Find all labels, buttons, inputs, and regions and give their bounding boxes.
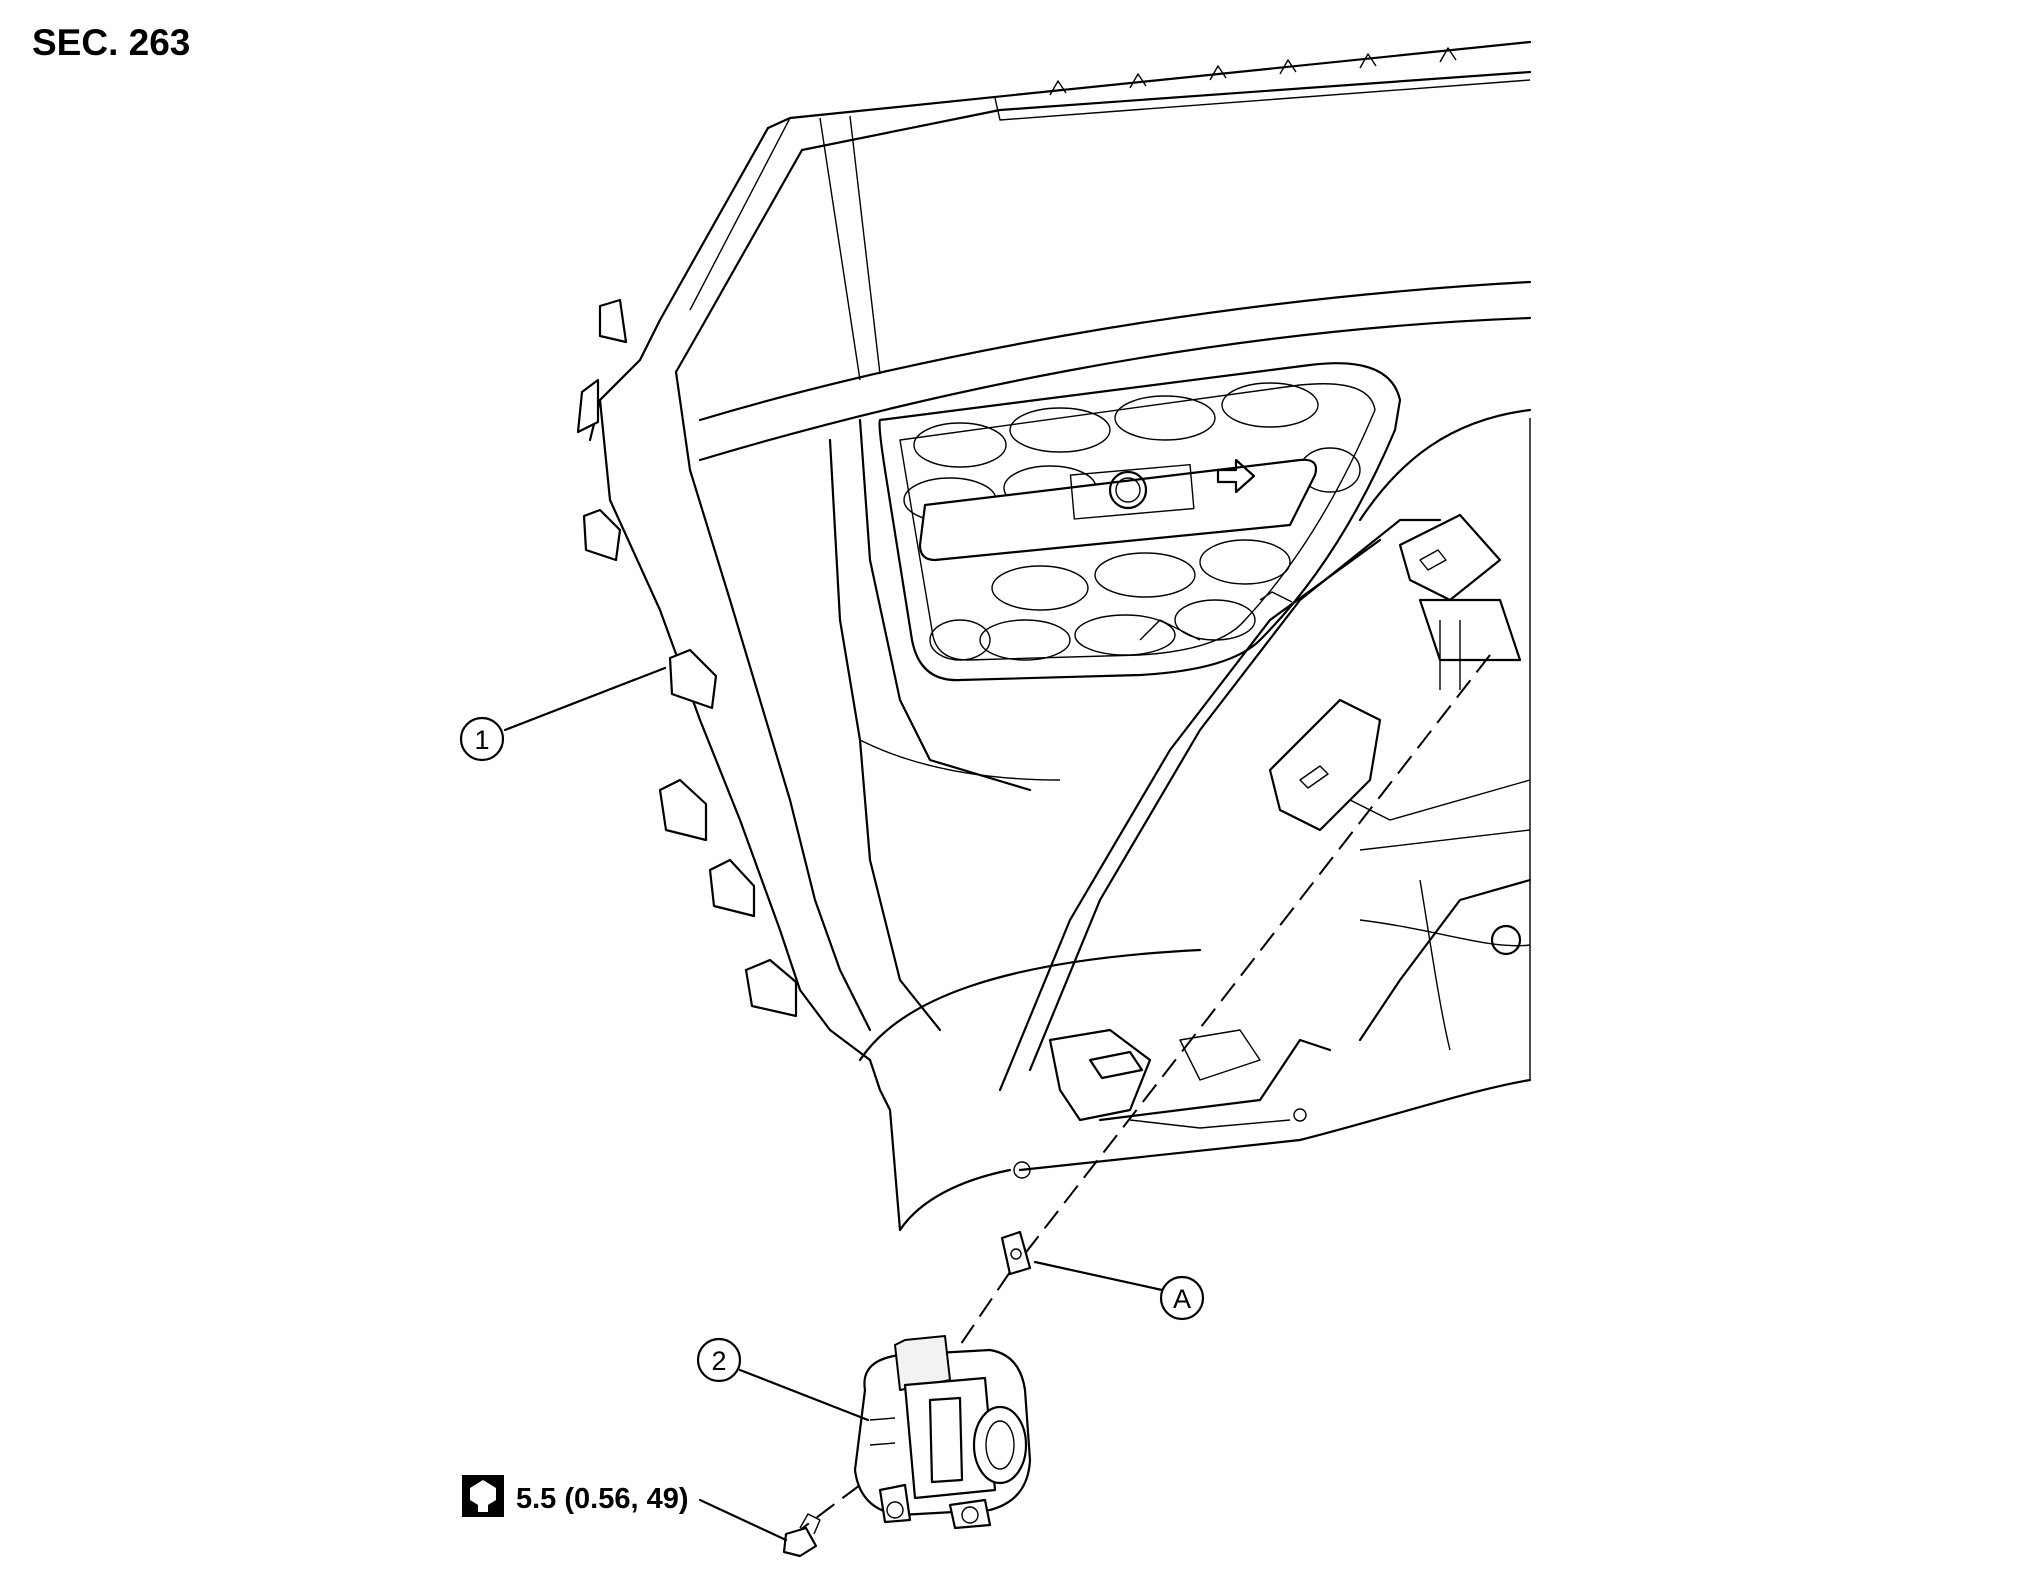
callout-a: A bbox=[1033, 1260, 1205, 1321]
grille-honeycomb bbox=[878, 362, 1402, 682]
torque-value: 5.5 (0.56, 49) bbox=[516, 1483, 689, 1515]
torque-spec: 5.5 (0.56, 49) bbox=[462, 1475, 788, 1542]
callout-2-label: 2 bbox=[711, 1346, 726, 1376]
torque-wrench-icon bbox=[462, 1475, 504, 1517]
callout-1-label: 1 bbox=[474, 725, 489, 755]
callout-2: 2 bbox=[696, 1337, 870, 1422]
section-label: SEC. 263 bbox=[32, 22, 191, 63]
callout-a-label: A bbox=[1173, 1284, 1191, 1314]
sensor-drawing bbox=[853, 1335, 1032, 1530]
clip-a bbox=[1000, 1230, 1032, 1276]
lower-inner-structure bbox=[998, 513, 1531, 1179]
mounting-bolt bbox=[782, 1513, 821, 1558]
bumper-fascia-drawing bbox=[576, 40, 1532, 1232]
callout-1: 1 bbox=[459, 666, 667, 762]
